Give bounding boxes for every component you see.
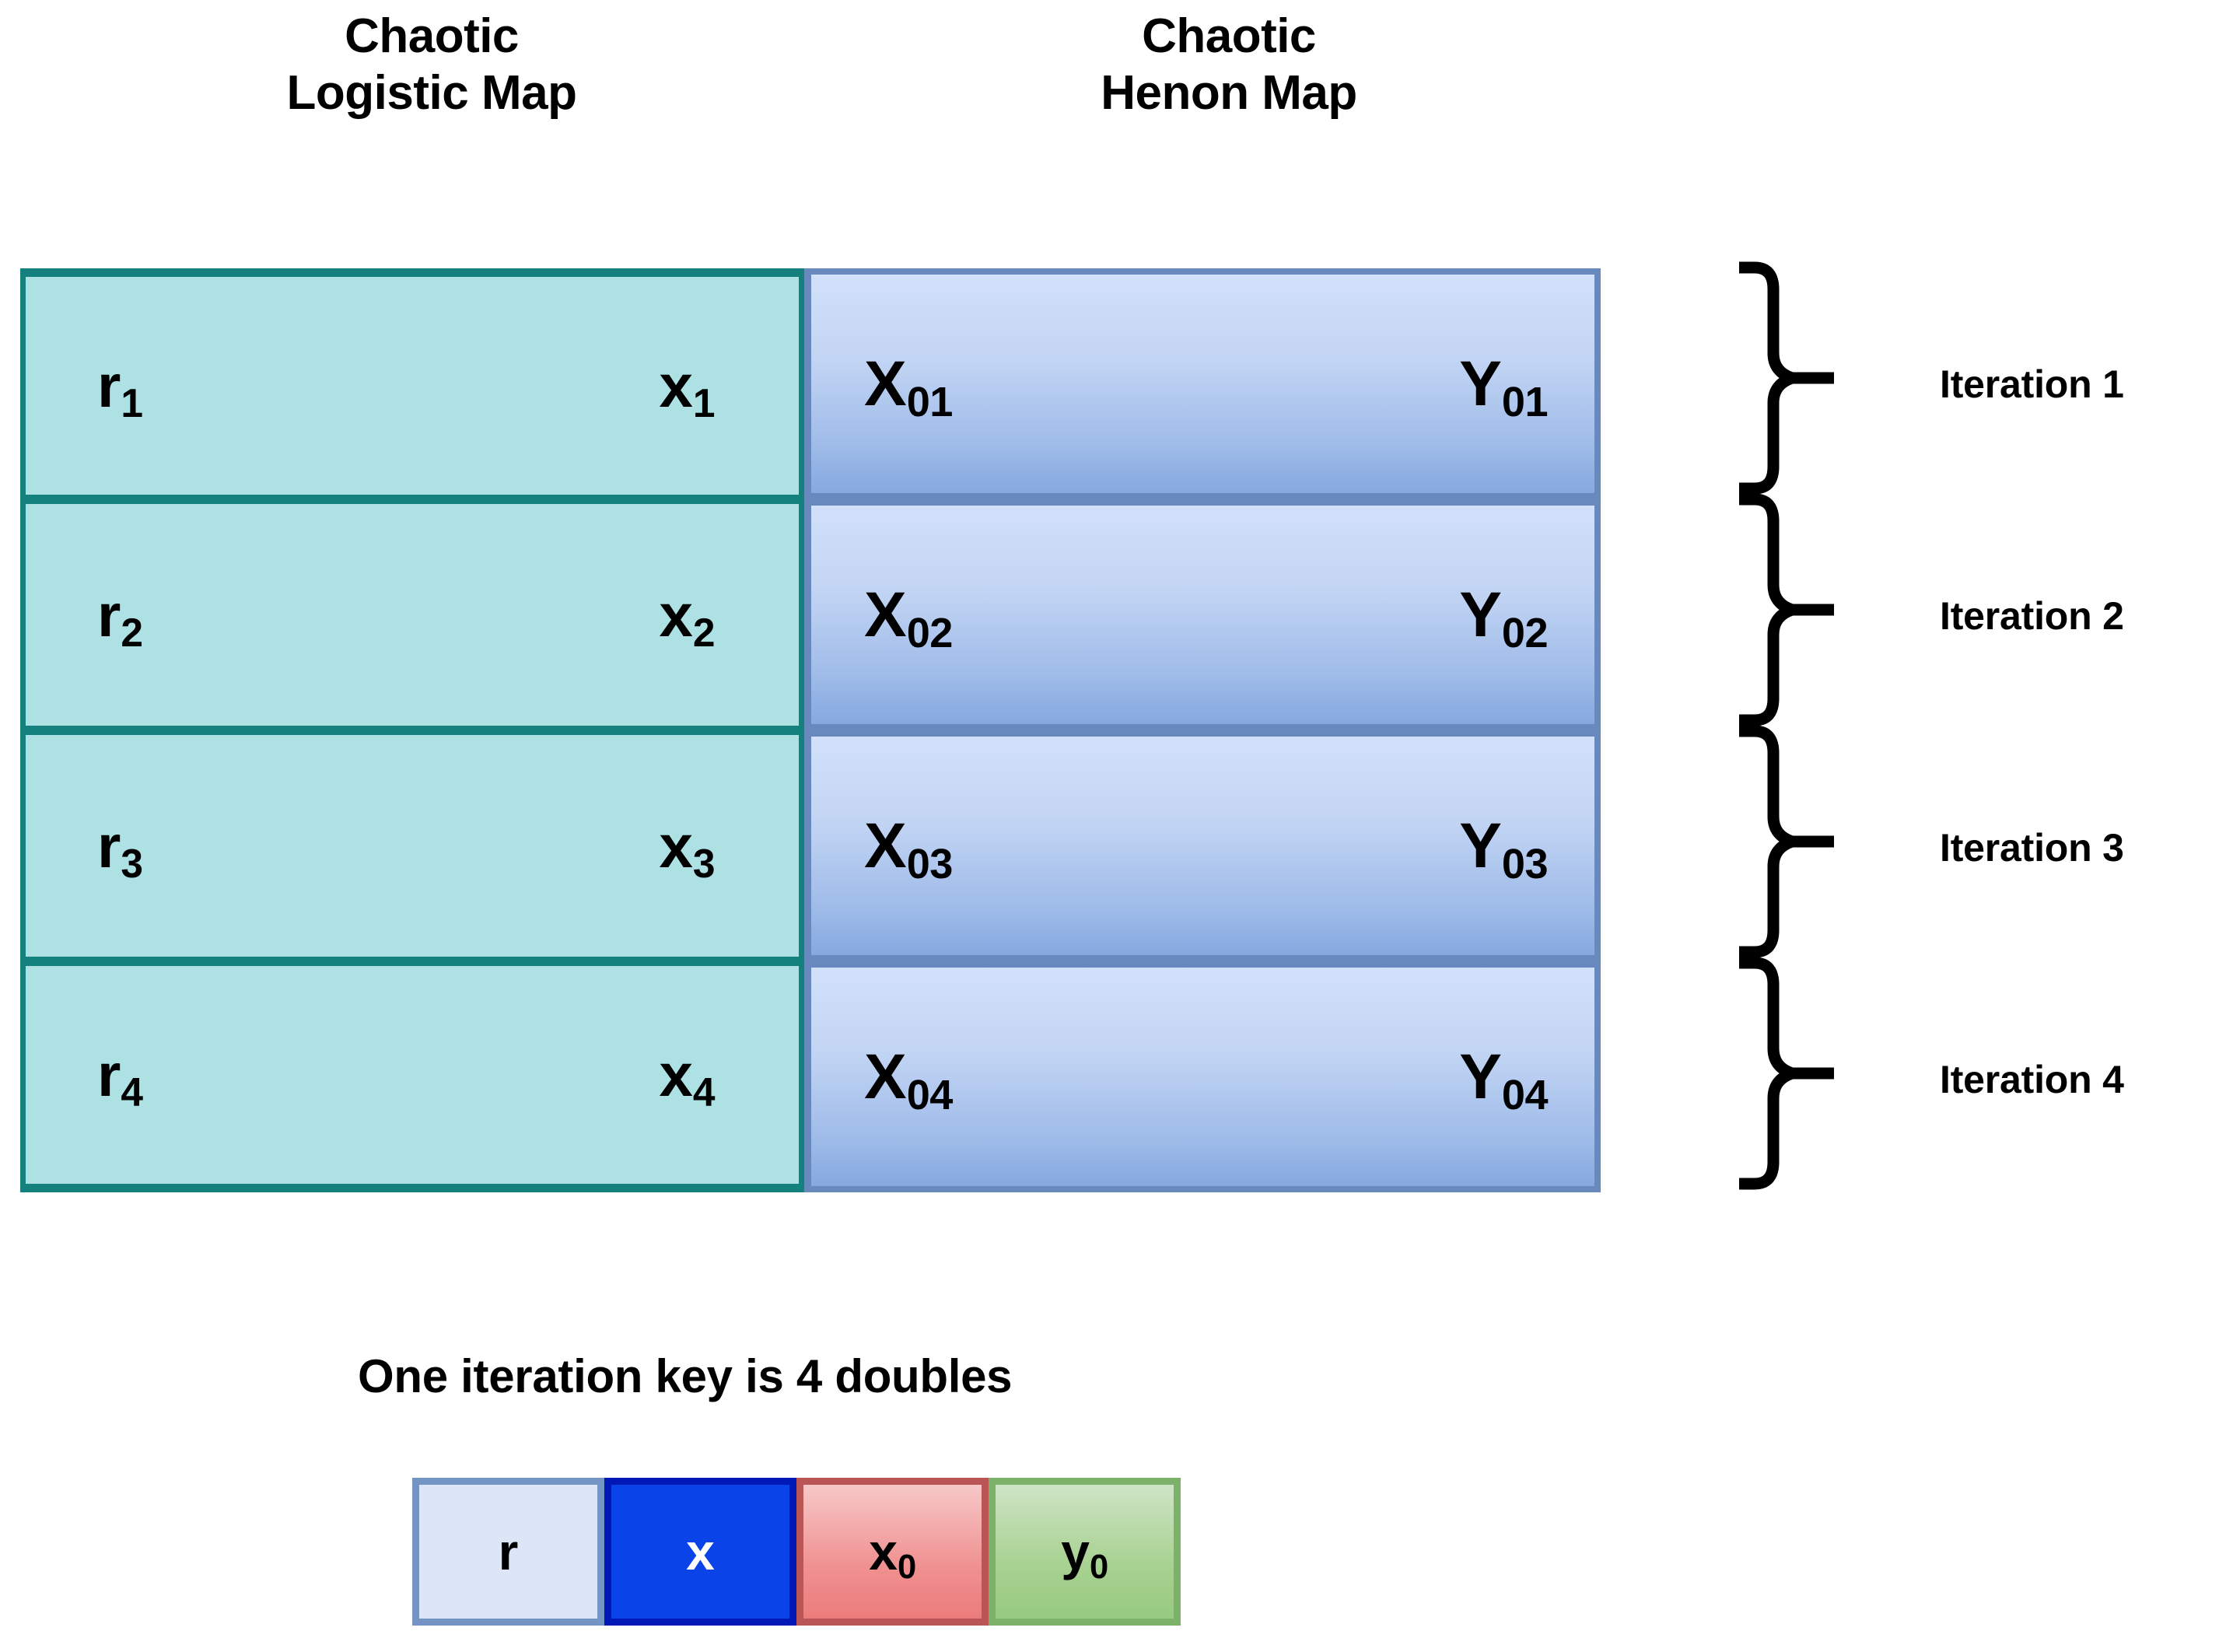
iteration-label-1: Iteration 1 <box>1940 362 2124 406</box>
table-row: r2 x2 X02 Y02 <box>20 499 1601 730</box>
logistic-x-symbol-row-1: x1 <box>659 352 715 426</box>
column-title-logistic-map: Chaotic Logistic Map <box>286 9 577 121</box>
logistic-x-symbol-row-4: x4 <box>659 1041 715 1115</box>
henon-X-symbol-row-4: X04 <box>864 1041 953 1118</box>
iteration-label-3: Iteration 3 <box>1940 826 2124 870</box>
logistic-r-symbol-row-1: r1 <box>97 352 143 426</box>
key-layout-legend: r x x0 y0 <box>412 1478 1181 1626</box>
henon-Y-symbol-row-2: Y02 <box>1459 579 1548 656</box>
legend-box-x0[interactable]: x0 <box>796 1478 989 1626</box>
brace-icon-iteration-3 <box>1739 725 1811 958</box>
henon-X-symbol-row-2: X02 <box>864 579 953 656</box>
iteration-label-2: Iteration 2 <box>1940 594 2124 638</box>
brace-icon-iteration-4 <box>1739 957 1811 1190</box>
henon-Y-symbol-row-4: Y04 <box>1459 1041 1548 1118</box>
logistic-r-symbol-row-2: r2 <box>97 580 143 655</box>
column-title-henon-map: Chaotic Henon Map <box>1101 9 1357 121</box>
henon-cell-row-3[interactable]: X03 Y03 <box>804 730 1601 961</box>
logistic-cell-row-2[interactable]: r2 x2 <box>20 499 804 730</box>
legend-box-y0[interactable]: y0 <box>989 1478 1181 1626</box>
henon-X-symbol-row-1: X01 <box>864 348 953 425</box>
legend-box-r[interactable]: r <box>412 1478 604 1626</box>
legend-symbol-r: r <box>498 1523 519 1580</box>
brace-icon-iteration-2 <box>1739 493 1811 726</box>
logistic-cell-row-4[interactable]: r4 x4 <box>20 961 804 1192</box>
legend-symbol-y0: y0 <box>1061 1523 1108 1587</box>
logistic-cell-row-3[interactable]: r3 x3 <box>20 730 804 961</box>
logistic-x-symbol-row-3: x3 <box>659 811 715 886</box>
logistic-cell-row-1[interactable]: r1 x1 <box>20 268 804 499</box>
chaotic-maps-table: r1 x1 X01 Y01 r2 x2 X02 Y02 r3 x3 X03 Y0… <box>20 268 1601 1192</box>
table-row: r1 x1 X01 Y01 <box>20 268 1601 499</box>
legend-box-x[interactable]: x <box>604 1478 796 1626</box>
table-row: r4 x4 X04 Y04 <box>20 961 1601 1192</box>
henon-cell-row-2[interactable]: X02 Y02 <box>804 499 1601 730</box>
brace-icon-iteration-1 <box>1739 261 1811 495</box>
henon-Y-symbol-row-3: Y03 <box>1459 810 1548 887</box>
logistic-x-symbol-row-2: x2 <box>659 580 715 655</box>
henon-Y-symbol-row-1: Y01 <box>1459 348 1548 425</box>
legend-caption: One iteration key is 4 doubles <box>358 1350 1013 1402</box>
legend-symbol-x: x <box>686 1523 715 1580</box>
henon-cell-row-4[interactable]: X04 Y04 <box>804 961 1601 1192</box>
henon-X-symbol-row-3: X03 <box>864 810 953 887</box>
table-row: r3 x3 X03 Y03 <box>20 730 1601 961</box>
legend-symbol-x0: x0 <box>869 1523 916 1587</box>
henon-cell-row-1[interactable]: X01 Y01 <box>804 268 1601 499</box>
logistic-r-symbol-row-3: r3 <box>97 811 143 886</box>
iteration-braces-group <box>1733 261 1865 1195</box>
iteration-label-4: Iteration 4 <box>1940 1058 2124 1101</box>
logistic-r-symbol-row-4: r4 <box>97 1041 143 1115</box>
